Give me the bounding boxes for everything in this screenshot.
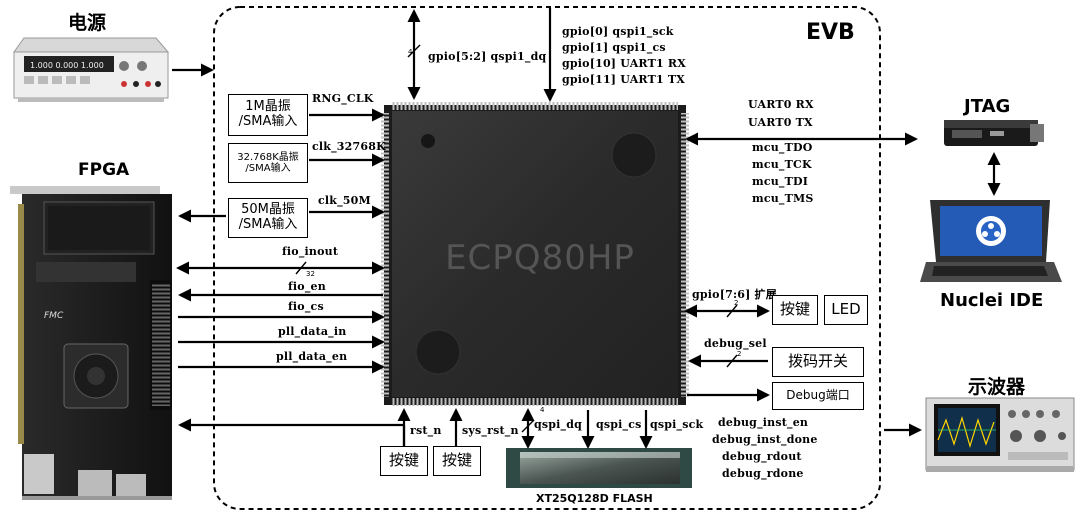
clock-box-32k-line2: /SMA输入 — [245, 163, 291, 174]
signal-gpio-7-6: gpio[7:6] 扩展 — [692, 288, 777, 301]
signal-mcu-tms: mcu_TMS — [752, 192, 814, 205]
fpga-board-image: FMC — [10, 186, 172, 500]
top-right-signal-1: gpio[0] qspi1_sck — [562, 25, 674, 38]
signal-mcu-tdi: mcu_TDI — [752, 175, 809, 188]
debug-sel-width: 2 — [737, 350, 742, 358]
top-right-signal-2: gpio[1] qspi1_cs — [562, 41, 666, 54]
power-supply-image: 1.000 0.000 1.000 — [13, 37, 170, 102]
oscilloscope-image — [925, 397, 1075, 472]
top-left-signal: gpio[5:2] qspi1_dq — [428, 50, 547, 63]
clock-box-50m: 50M晶振/SMA输入 — [228, 198, 308, 238]
signal-fio-inout: fio_inout — [282, 245, 339, 258]
signal-uart0-tx: UART0 TX — [748, 116, 813, 129]
signal-debug-rdout: debug_rdout — [722, 450, 802, 463]
qspi-dq-width: 4 — [540, 406, 545, 414]
evb-title: EVB — [806, 20, 855, 45]
connection-arrows — [172, 8, 1001, 449]
signal-debug-inst-done: debug_inst_done — [712, 433, 818, 446]
power-label: 电源 — [68, 12, 107, 34]
signal-clk-50m: clk_50M — [318, 194, 371, 207]
signal-fio-cs: fio_cs — [288, 300, 324, 313]
clock-box-1m: 1M晶振/SMA输入 — [228, 94, 308, 136]
signal-sys-rst-n: sys_rst_n — [462, 424, 519, 437]
laptop-image — [920, 200, 1062, 282]
top-bus-width: 4 — [408, 48, 413, 56]
svg-text:FMC: FMC — [44, 311, 64, 321]
signal-mcu-tck: mcu_TCK — [752, 158, 812, 171]
key-button-sys-rst: 按键 — [433, 446, 481, 476]
evb-border — [213, 6, 881, 510]
signal-debug-inst-en: debug_inst_en — [718, 416, 809, 429]
flash-label: XT25Q128D FLASH — [536, 492, 653, 505]
clock-box-1m-line2: /SMA输入 — [238, 114, 298, 129]
key-button-rst: 按键 — [380, 446, 428, 476]
nuclei-ide-label: Nuclei IDE — [940, 290, 1044, 311]
chip-label: ECPQ80HP — [445, 238, 635, 278]
signal-qspi-cs: qspi_cs — [596, 418, 642, 431]
signal-debug-rdone: debug_rdone — [722, 467, 804, 480]
signal-fio-en: fio_en — [288, 280, 326, 293]
gpio-bus-width: 2 — [734, 299, 739, 307]
top-right-signal-4: gpio[11] UART1 TX — [562, 73, 685, 86]
oscilloscope-label: 示波器 — [968, 376, 1026, 398]
clock-box-1m-line1: 1M晶振 — [245, 99, 291, 115]
debug-port-box: Debug端口 — [772, 382, 864, 410]
clock-box-50m-line2: /SMA输入 — [238, 217, 298, 232]
fpga-label: FPGA — [78, 160, 130, 180]
signal-qspi-dq: qspi_dq — [534, 418, 583, 431]
mcu-chip — [381, 102, 689, 406]
bus-width-marks — [295, 44, 738, 433]
signal-mcu-tdo: mcu_TDO — [752, 141, 813, 154]
signal-rst-n: rst_n — [410, 424, 442, 437]
dip-switch-box: 拨码开关 — [772, 347, 864, 377]
signal-clk-32768k: clk_32768K — [312, 140, 386, 153]
signal-fio-inout-width: 32 — [306, 270, 315, 278]
signal-pll-data-in: pll_data_in — [278, 325, 347, 338]
flash-chip-image — [506, 448, 692, 488]
svg-text:1.000 0.000 1.000: 1.000 0.000 1.000 — [30, 61, 104, 70]
signal-qspi-sck: qspi_sck — [650, 418, 704, 431]
signal-uart0-rx: UART0 RX — [748, 98, 814, 111]
clock-box-32k: 32.768K晶振/SMA输入 — [228, 143, 308, 183]
jtag-debugger-image — [944, 120, 1044, 146]
signal-rng-clk: RNG_CLK — [312, 92, 374, 105]
signal-pll-data-en: pll_data_en — [276, 350, 348, 363]
clock-box-32k-line1: 32.768K晶振 — [237, 151, 299, 163]
jtag-label: JTAG — [964, 96, 1011, 117]
clock-box-50m-line1: 50M晶振 — [241, 202, 295, 218]
signal-debug-sel: debug_sel — [704, 337, 767, 350]
key-button-gpio: 按键 — [772, 295, 818, 325]
led-box: LED — [824, 295, 868, 325]
top-right-signal-3: gpio[10] UART1 RX — [562, 57, 686, 70]
